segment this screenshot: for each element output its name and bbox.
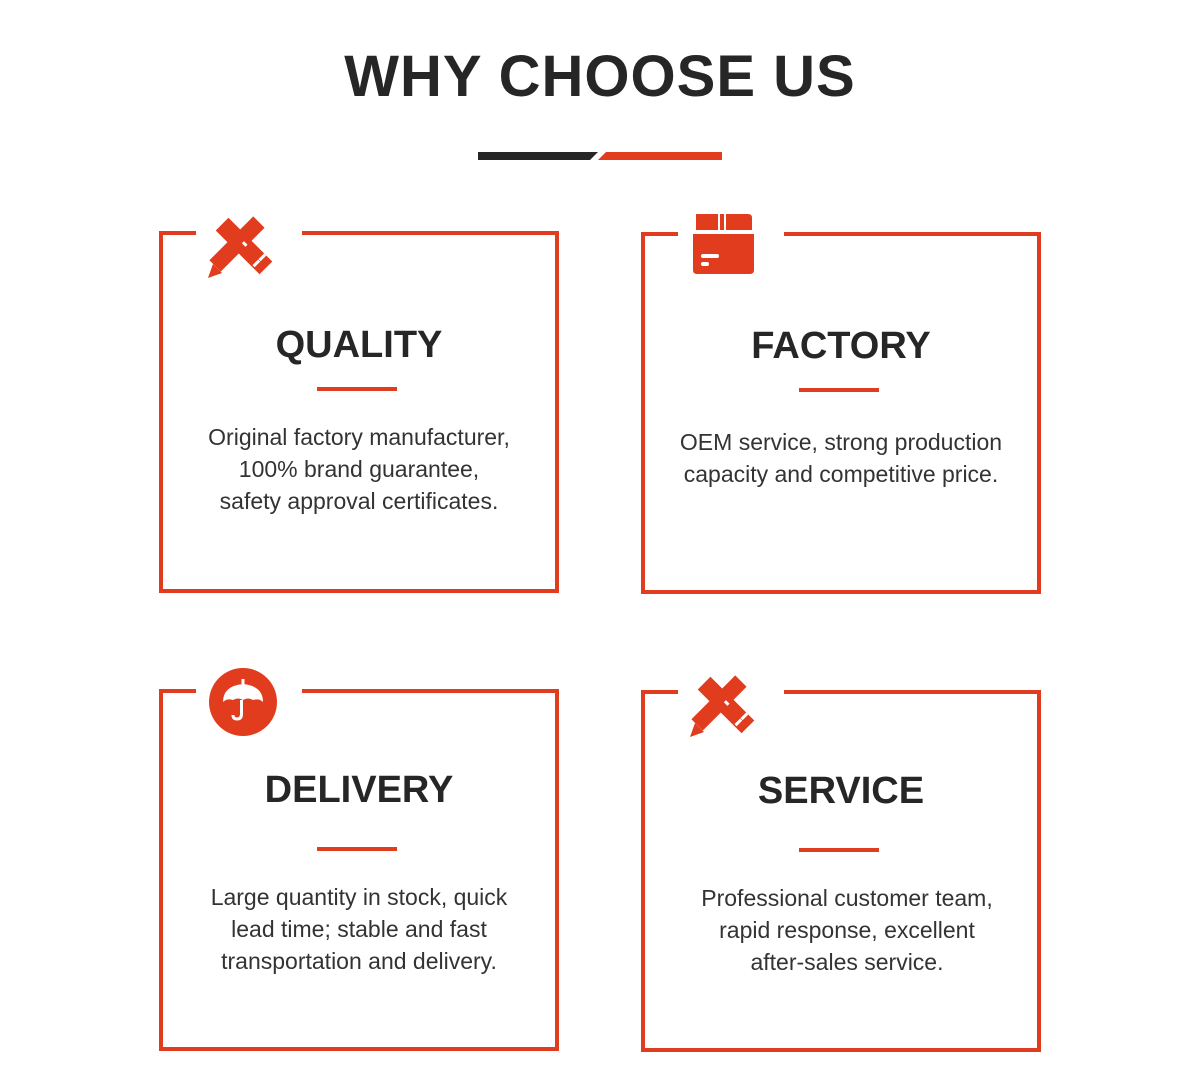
card-title: FACTORY [751, 325, 931, 367]
card-title-underline [317, 387, 397, 391]
card-title-underline [799, 848, 879, 852]
card-delivery: DELIVERY Large quantity in stock, quick … [159, 668, 559, 1051]
page-title: WHY CHOOSE US [344, 44, 856, 109]
card-description: OEM service, strong production capacity … [679, 429, 1003, 487]
card-title-underline [799, 388, 879, 392]
pencil-ruler-icon [680, 658, 770, 748]
card-service: SERVICE Professional customer team, rapi… [641, 674, 1041, 1052]
pencil-ruler-icon [198, 199, 288, 289]
card-description: Professional customer team, rapid respon… [701, 885, 993, 975]
card-factory: FACTORY OEM service, strong production c… [641, 214, 1041, 594]
umbrella-icon [198, 657, 288, 747]
card-title-underline [317, 847, 397, 851]
card-description: Large quantity in stock, quick lead time… [210, 884, 508, 974]
box-icon [680, 200, 770, 290]
card-description: Original factory manufacturer, 100% bran… [208, 424, 510, 514]
card-title: QUALITY [275, 324, 443, 366]
title-divider [478, 152, 722, 160]
card-title: DELIVERY [264, 769, 454, 811]
card-quality: QUALITY Original factory manufacturer, 1… [159, 215, 559, 593]
card-title: SERVICE [757, 770, 925, 812]
